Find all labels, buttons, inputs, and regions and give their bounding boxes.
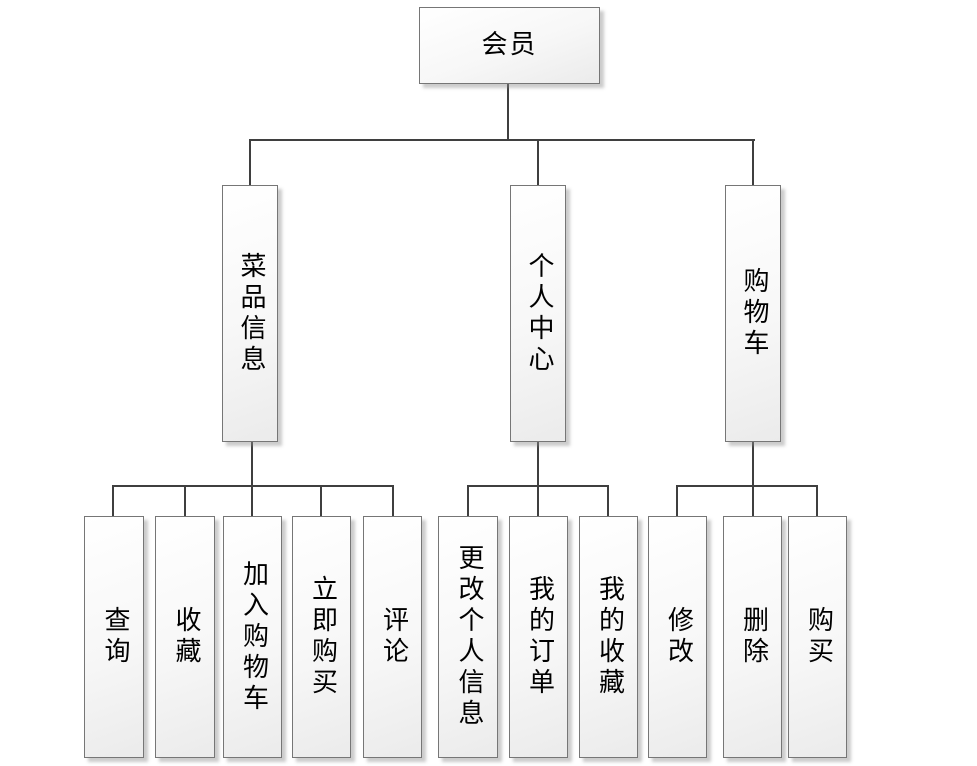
connector-line [537,139,539,185]
connector-line [249,139,251,185]
connector-line [184,485,186,516]
node-purchase: 购买 [788,516,847,758]
node-shopping-cart: 购物车 [725,185,781,442]
node-query: 查询 [84,516,144,758]
node-modify: 修改 [648,516,707,758]
node-add-to-cart-label: 加入购物车 [238,559,269,715]
connector-line [112,485,394,487]
connector-line [320,485,322,516]
node-edit-profile-label: 更改个人信息 [453,544,484,730]
node-comment: 评论 [363,516,422,758]
node-query-label: 查询 [99,606,130,668]
connector-line [752,139,754,185]
node-favorite: 收藏 [155,516,215,758]
node-member: 会员 [419,7,600,84]
node-my-favorites: 我的收藏 [579,516,638,758]
connector-line [607,485,609,516]
node-buy-now: 立即购买 [292,516,351,758]
node-favorite-label: 收藏 [170,606,201,668]
connector-line [676,485,818,487]
connector-line [507,84,509,141]
node-member-label: 会员 [481,29,538,60]
node-comment-label: 评论 [378,606,409,668]
node-my-favorites-label: 我的收藏 [594,575,625,699]
node-modify-label: 修改 [663,606,694,668]
connector-line [467,485,609,487]
connector-line [752,442,754,516]
node-buy-now-label: 立即购买 [307,575,338,699]
connector-line [676,485,678,516]
node-delete: 删除 [723,516,782,758]
connector-line [816,485,818,516]
connector-line [251,442,253,516]
node-dish-info: 菜品信息 [222,185,278,442]
node-personal-center-label: 个人中心 [523,251,554,376]
connector-line [537,442,539,516]
node-personal-center: 个人中心 [510,185,566,442]
node-purchase-label: 购买 [803,606,834,668]
connector-line [249,139,755,141]
connector-line [112,485,114,516]
node-add-to-cart: 加入购物车 [223,516,282,758]
node-shopping-cart-label: 购物车 [738,267,769,360]
connector-line [392,485,394,516]
node-dish-info-label: 菜品信息 [235,251,266,376]
node-delete-label: 删除 [738,606,769,668]
node-edit-profile: 更改个人信息 [438,516,498,758]
node-my-orders: 我的订单 [509,516,568,758]
connector-line [467,485,469,516]
node-my-orders-label: 我的订单 [524,575,555,699]
